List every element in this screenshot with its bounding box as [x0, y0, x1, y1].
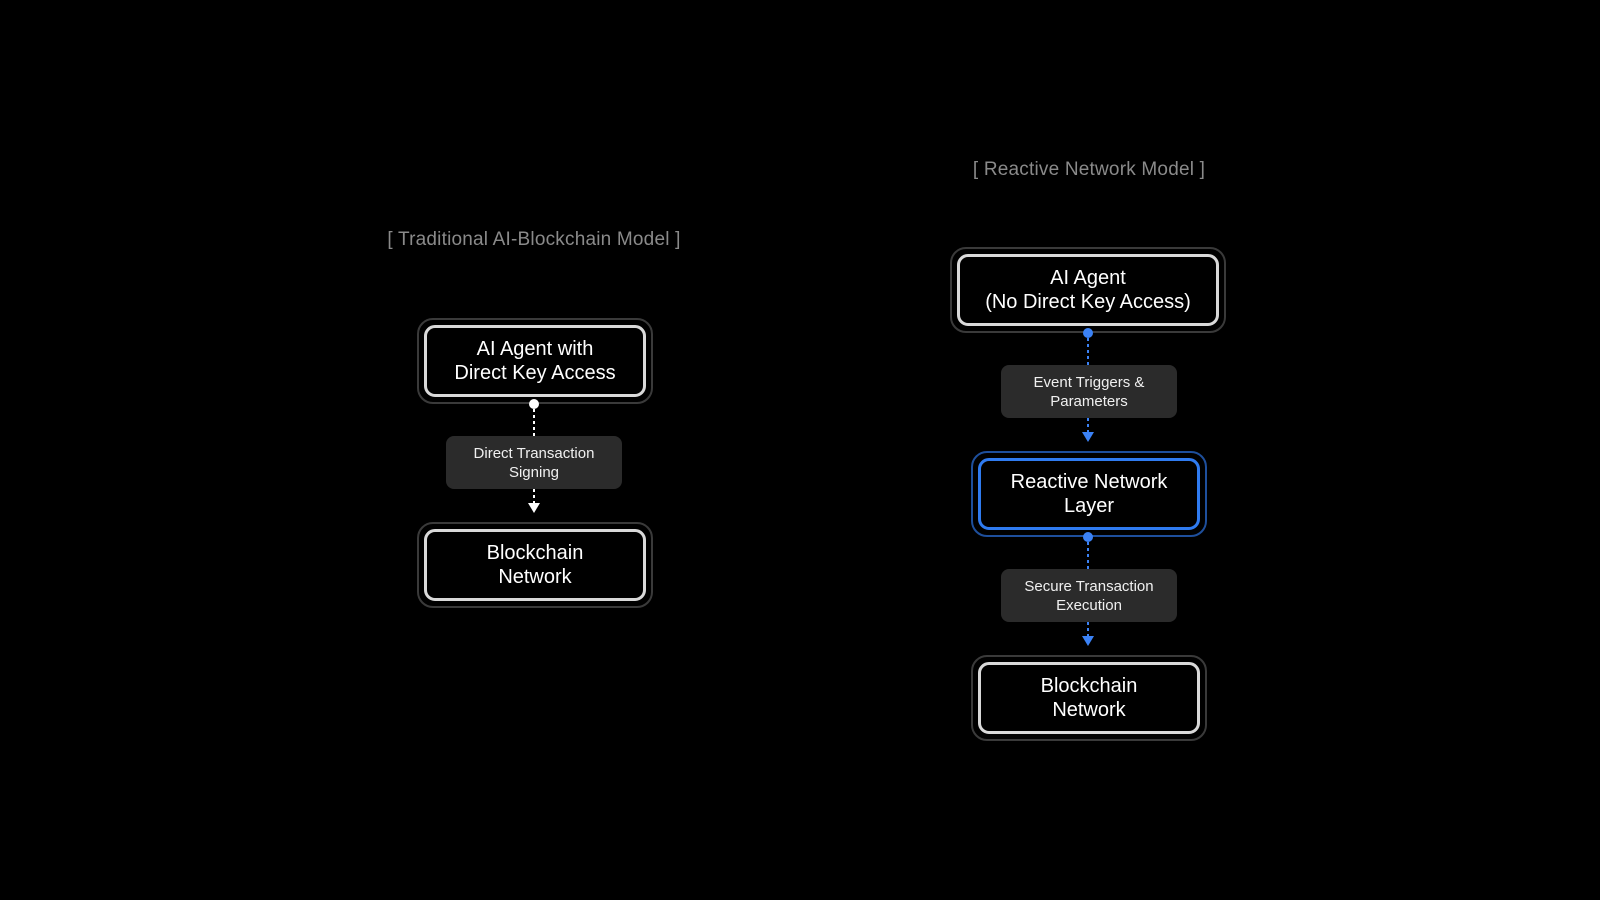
edge-direct-transaction-signing: Direct Transaction Signing [446, 436, 622, 489]
arrowhead-icon [1082, 636, 1094, 646]
arrowhead-icon [528, 503, 540, 513]
edge-event-triggers: Event Triggers & Parameters [1001, 365, 1177, 418]
node-ai-agent-no-key-label: AI Agent (No Direct Key Access) [957, 254, 1219, 326]
node-blockchain-network-left: Blockchain Network [417, 522, 653, 608]
node-blockchain-network-right-label: Blockchain Network [978, 662, 1200, 734]
node-reactive-network-layer: Reactive Network Layer [971, 451, 1207, 537]
node-reactive-network-layer-label: Reactive Network Layer [978, 458, 1200, 530]
right-model-title: [ Reactive Network Model ] [972, 159, 1206, 180]
node-ai-agent-no-key: AI Agent (No Direct Key Access) [950, 247, 1226, 333]
edge-secure-transaction-execution: Secure Transaction Execution [1001, 569, 1177, 622]
node-ai-agent-direct-key-label: AI Agent with Direct Key Access [424, 325, 646, 397]
node-blockchain-network-right: Blockchain Network [971, 655, 1207, 741]
node-ai-agent-direct-key: AI Agent with Direct Key Access [417, 318, 653, 404]
arrowhead-icon [1082, 432, 1094, 442]
left-model-title: [ Traditional AI-Blockchain Model ] [387, 229, 681, 250]
node-blockchain-network-left-label: Blockchain Network [424, 529, 646, 601]
